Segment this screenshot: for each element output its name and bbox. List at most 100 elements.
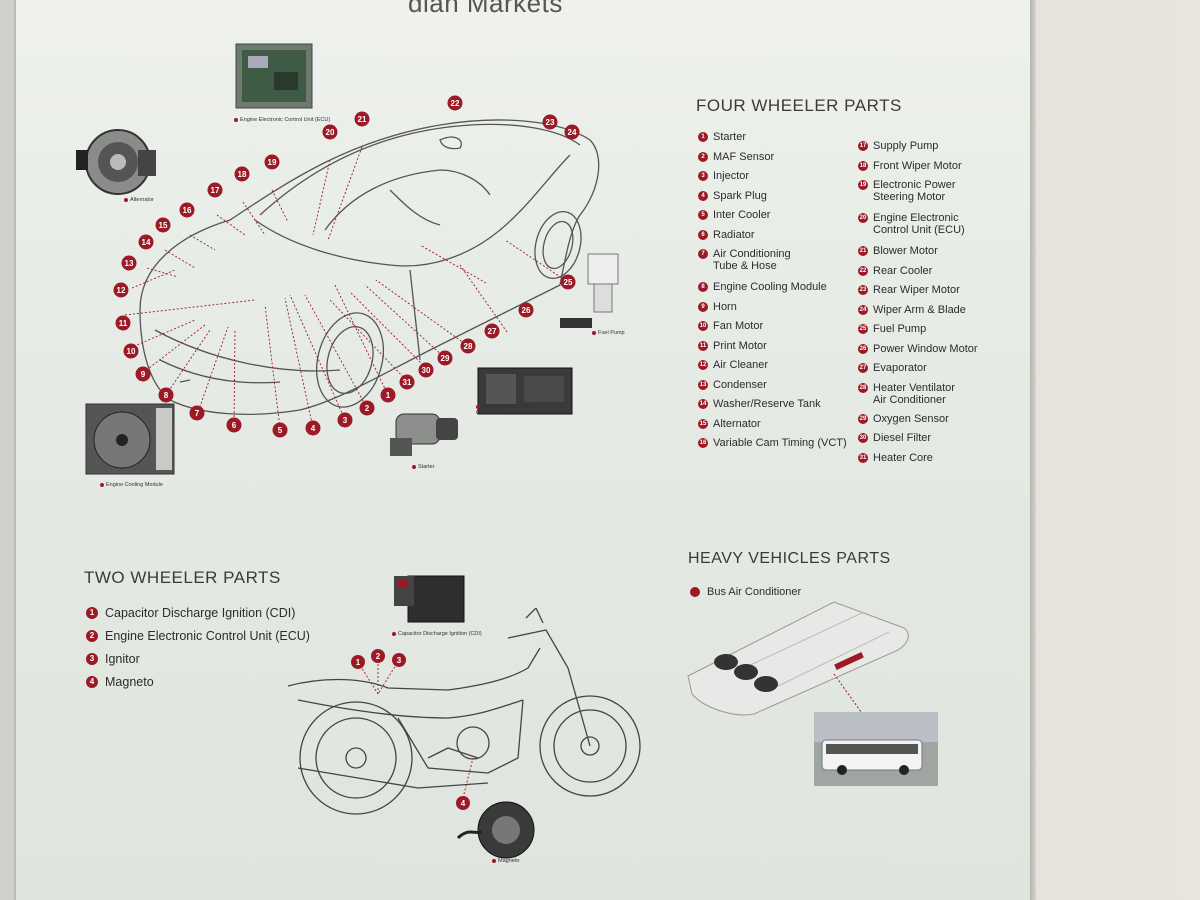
callout-9: 9 — [135, 366, 151, 382]
board-edge-shadow — [1030, 0, 1036, 900]
svg-text:24: 24 — [568, 128, 577, 137]
fuel-pump-photo — [560, 253, 619, 328]
svg-text:14: 14 — [142, 238, 151, 247]
magneto-photo — [456, 801, 535, 859]
cdi-photo — [394, 575, 465, 623]
callout-18: 18 — [234, 166, 250, 182]
moto-callout-1: 1 — [351, 655, 365, 669]
heavy-vehicles-list: Bus Air Conditioner — [690, 586, 890, 609]
moto-callout-2: 2 — [371, 649, 385, 663]
svg-text:27: 27 — [488, 327, 497, 336]
callout-12: 12 — [113, 282, 129, 298]
callout-29: 29 — [437, 350, 453, 366]
callout-30: 30 — [418, 362, 434, 378]
magneto-caption: Magneto — [492, 858, 519, 864]
svg-text:31: 31 — [403, 378, 412, 387]
svg-text:17: 17 — [211, 186, 220, 195]
callout-1: 1 — [380, 387, 396, 403]
svg-text:23: 23 — [546, 118, 555, 127]
svg-text:4: 4 — [461, 799, 466, 808]
svg-text:12: 12 — [117, 286, 126, 295]
callout-15: 15 — [155, 217, 171, 233]
callout-19: 19 — [264, 154, 280, 170]
starter-photo — [390, 413, 458, 456]
callout-28: 28 — [460, 338, 476, 354]
ecu-photo — [235, 43, 313, 109]
moto-callout-4: 4 — [456, 796, 470, 810]
car-diagram: 1 2 3 4 5 6 7 8 9 10 11 12 13 14 15 16 1… — [113, 95, 600, 438]
svg-text:4: 4 — [311, 424, 316, 433]
svg-text:1: 1 — [386, 391, 391, 400]
callout-27: 27 — [484, 323, 500, 339]
svg-text:30: 30 — [422, 366, 431, 375]
svg-text:11: 11 — [119, 319, 128, 328]
callout-14: 14 — [138, 234, 154, 250]
callout-23: 23 — [542, 114, 558, 130]
callout-3: 3 — [337, 412, 353, 428]
alternator-photo — [76, 129, 156, 195]
svg-text:3: 3 — [343, 416, 348, 425]
callout-22: 22 — [447, 95, 463, 111]
callout-25: 25 — [560, 274, 576, 290]
callout-31: 31 — [399, 374, 415, 390]
callout-26: 26 — [518, 302, 534, 318]
svg-text:8: 8 — [164, 391, 169, 400]
svg-text:13: 13 — [125, 259, 134, 268]
svg-text:5: 5 — [278, 426, 283, 435]
bus-ac-unit-photo — [687, 601, 909, 716]
list-item: Bus Air Conditioner — [690, 586, 890, 609]
bus-leader-line — [833, 673, 865, 717]
heater-ventilator-caption: Heater Ventilator Air Conditioner — [476, 404, 538, 416]
callout-2: 2 — [359, 400, 375, 416]
svg-text:19: 19 — [268, 158, 277, 167]
callout-8: 8 — [158, 387, 174, 403]
svg-text:1: 1 — [356, 658, 361, 667]
svg-text:9: 9 — [141, 370, 146, 379]
callout-4: 4 — [305, 420, 321, 436]
callout-11: 11 — [115, 315, 131, 331]
svg-text:16: 16 — [183, 206, 192, 215]
callout-24: 24 — [564, 124, 580, 140]
callout-7: 7 — [189, 405, 205, 421]
svg-text:26: 26 — [522, 306, 531, 315]
callout-5: 5 — [272, 422, 288, 438]
alternator-caption: Alternator — [124, 197, 154, 203]
callout-21: 21 — [354, 111, 370, 127]
svg-text:6: 6 — [232, 421, 237, 430]
svg-text:22: 22 — [451, 99, 460, 108]
callout-20: 20 — [322, 124, 338, 140]
cooling-module-photo — [85, 403, 175, 475]
svg-text:28: 28 — [464, 342, 473, 351]
ecu-caption: Engine Electronic Control Unit (ECU) — [234, 117, 330, 123]
cooling-module-caption: Engine Cooling Module — [100, 482, 163, 488]
starter-caption: Starter — [412, 464, 435, 470]
